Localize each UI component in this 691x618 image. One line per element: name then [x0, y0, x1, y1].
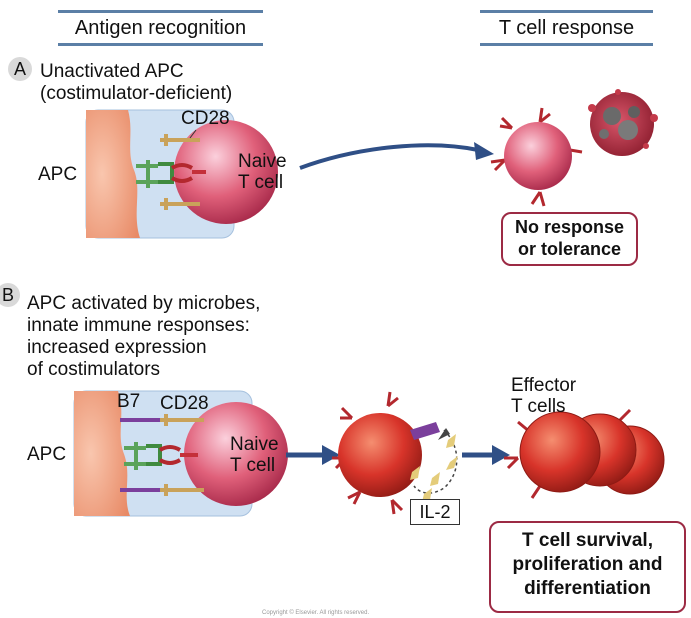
- cd28-label-a: CD28: [181, 108, 230, 129]
- header-t-cell-response: T cell response: [480, 10, 653, 46]
- il2-cytokines: [410, 428, 458, 502]
- apc-label-b: APC: [27, 444, 67, 465]
- naive-t-cell-b: [184, 402, 288, 506]
- tcr-mhc-complex-b: [124, 442, 198, 470]
- panel-a-marker: A: [8, 57, 32, 81]
- naive-t-cell-label-a: Naive T cell: [238, 151, 287, 193]
- arrow-to-effector: [462, 445, 510, 465]
- b7-label: B7: [117, 391, 141, 412]
- panel-b-title: APC activated by microbes, innate immune…: [27, 293, 261, 380]
- result-box-no-response: No response or tolerance: [501, 212, 638, 266]
- arrow-to-activation: [286, 445, 340, 465]
- arrow-panel-a: [299, 142, 494, 170]
- cd28-leader-a: [189, 129, 197, 139]
- cd28-receptors-b: [160, 414, 204, 496]
- apoptotic-cell: [588, 89, 658, 156]
- header-antigen-recognition: Antigen recognition: [58, 10, 263, 46]
- naive-t-cell-a: [174, 120, 278, 224]
- apc-label-a: APC: [38, 164, 78, 185]
- copyright-footer: Copyright © Elsevier. All rights reserve…: [262, 610, 370, 616]
- il2-label-box: IL-2: [410, 499, 460, 525]
- naive-t-cell-label-b: Naive T cell: [230, 434, 279, 476]
- b7-costimulators: [120, 418, 160, 492]
- panel-a-title: Unactivated APC (costimulator-deficient): [40, 61, 233, 104]
- result-box-survival: T cell survival, proliferation and diffe…: [489, 521, 686, 613]
- effector-t-cells-label: Effector T cells: [511, 375, 577, 417]
- cd28-label-b: CD28: [160, 393, 209, 414]
- activated-t-cell: [332, 391, 440, 515]
- unresponsive-t-cell: [490, 107, 583, 207]
- cd28-receptors-a: [160, 134, 200, 210]
- effector-t-cells: [504, 408, 665, 499]
- panel-b-marker: B: [0, 283, 20, 307]
- apc-cell-a: [86, 110, 140, 238]
- synapse-panel-a: [85, 109, 278, 239]
- apc-cell-b: [74, 391, 130, 516]
- synapse-panel-b: [73, 390, 288, 517]
- tcr-mhc-complex-a: [136, 160, 206, 188]
